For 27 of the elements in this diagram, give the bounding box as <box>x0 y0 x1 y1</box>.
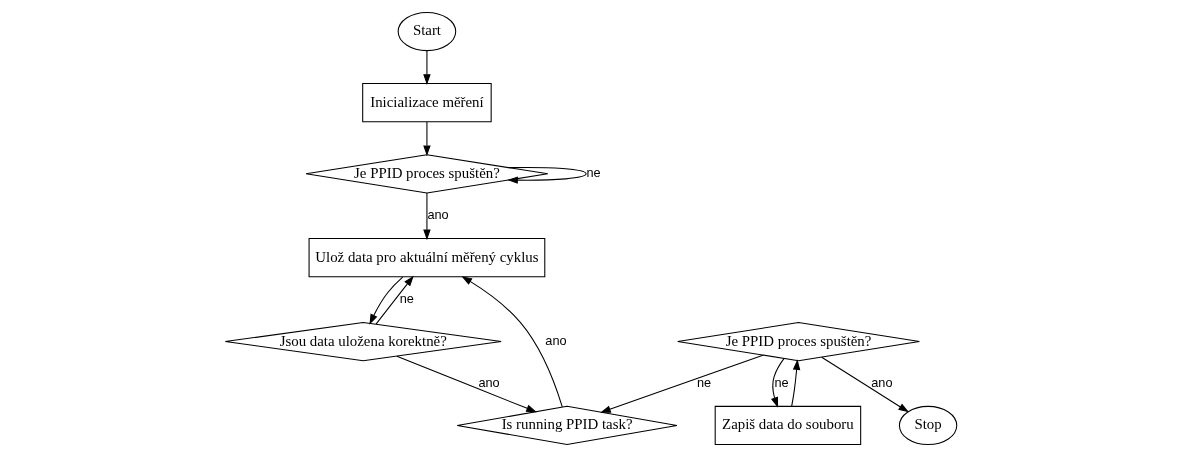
edge-label: ne <box>696 374 712 390</box>
node-box: Ulož data pro aktuální měřený cyklus <box>308 238 546 278</box>
edge-label: ano <box>478 374 500 390</box>
arrow <box>771 357 785 408</box>
arrow <box>791 359 801 407</box>
arrow <box>507 166 587 184</box>
arrow <box>423 192 431 241</box>
edge-label: ne <box>399 290 414 306</box>
arrow <box>600 354 764 413</box>
node-diamond: Je PPID proces spuštěn? <box>305 154 549 194</box>
node-diamond: Jsou data uložena korektně? <box>224 321 502 362</box>
arrow <box>821 356 910 413</box>
edge-label: ano <box>545 332 567 348</box>
node-ellipse: Start <box>397 11 457 52</box>
node-box: Inicializace měření <box>362 83 492 123</box>
edge-label: ne <box>774 374 789 390</box>
arrow <box>375 275 414 325</box>
arrow <box>461 276 563 408</box>
edge-label: ano <box>427 207 449 223</box>
arrow <box>423 50 431 85</box>
node-diamond: Je PPID proces spuštěn? <box>677 321 920 362</box>
arrow <box>423 121 431 157</box>
edge-label: ano <box>871 374 893 390</box>
arrow <box>369 276 404 325</box>
arrow <box>396 355 537 413</box>
node-box: Zapiš data do souboru <box>714 405 862 446</box>
edge-label: ne <box>586 165 601 181</box>
